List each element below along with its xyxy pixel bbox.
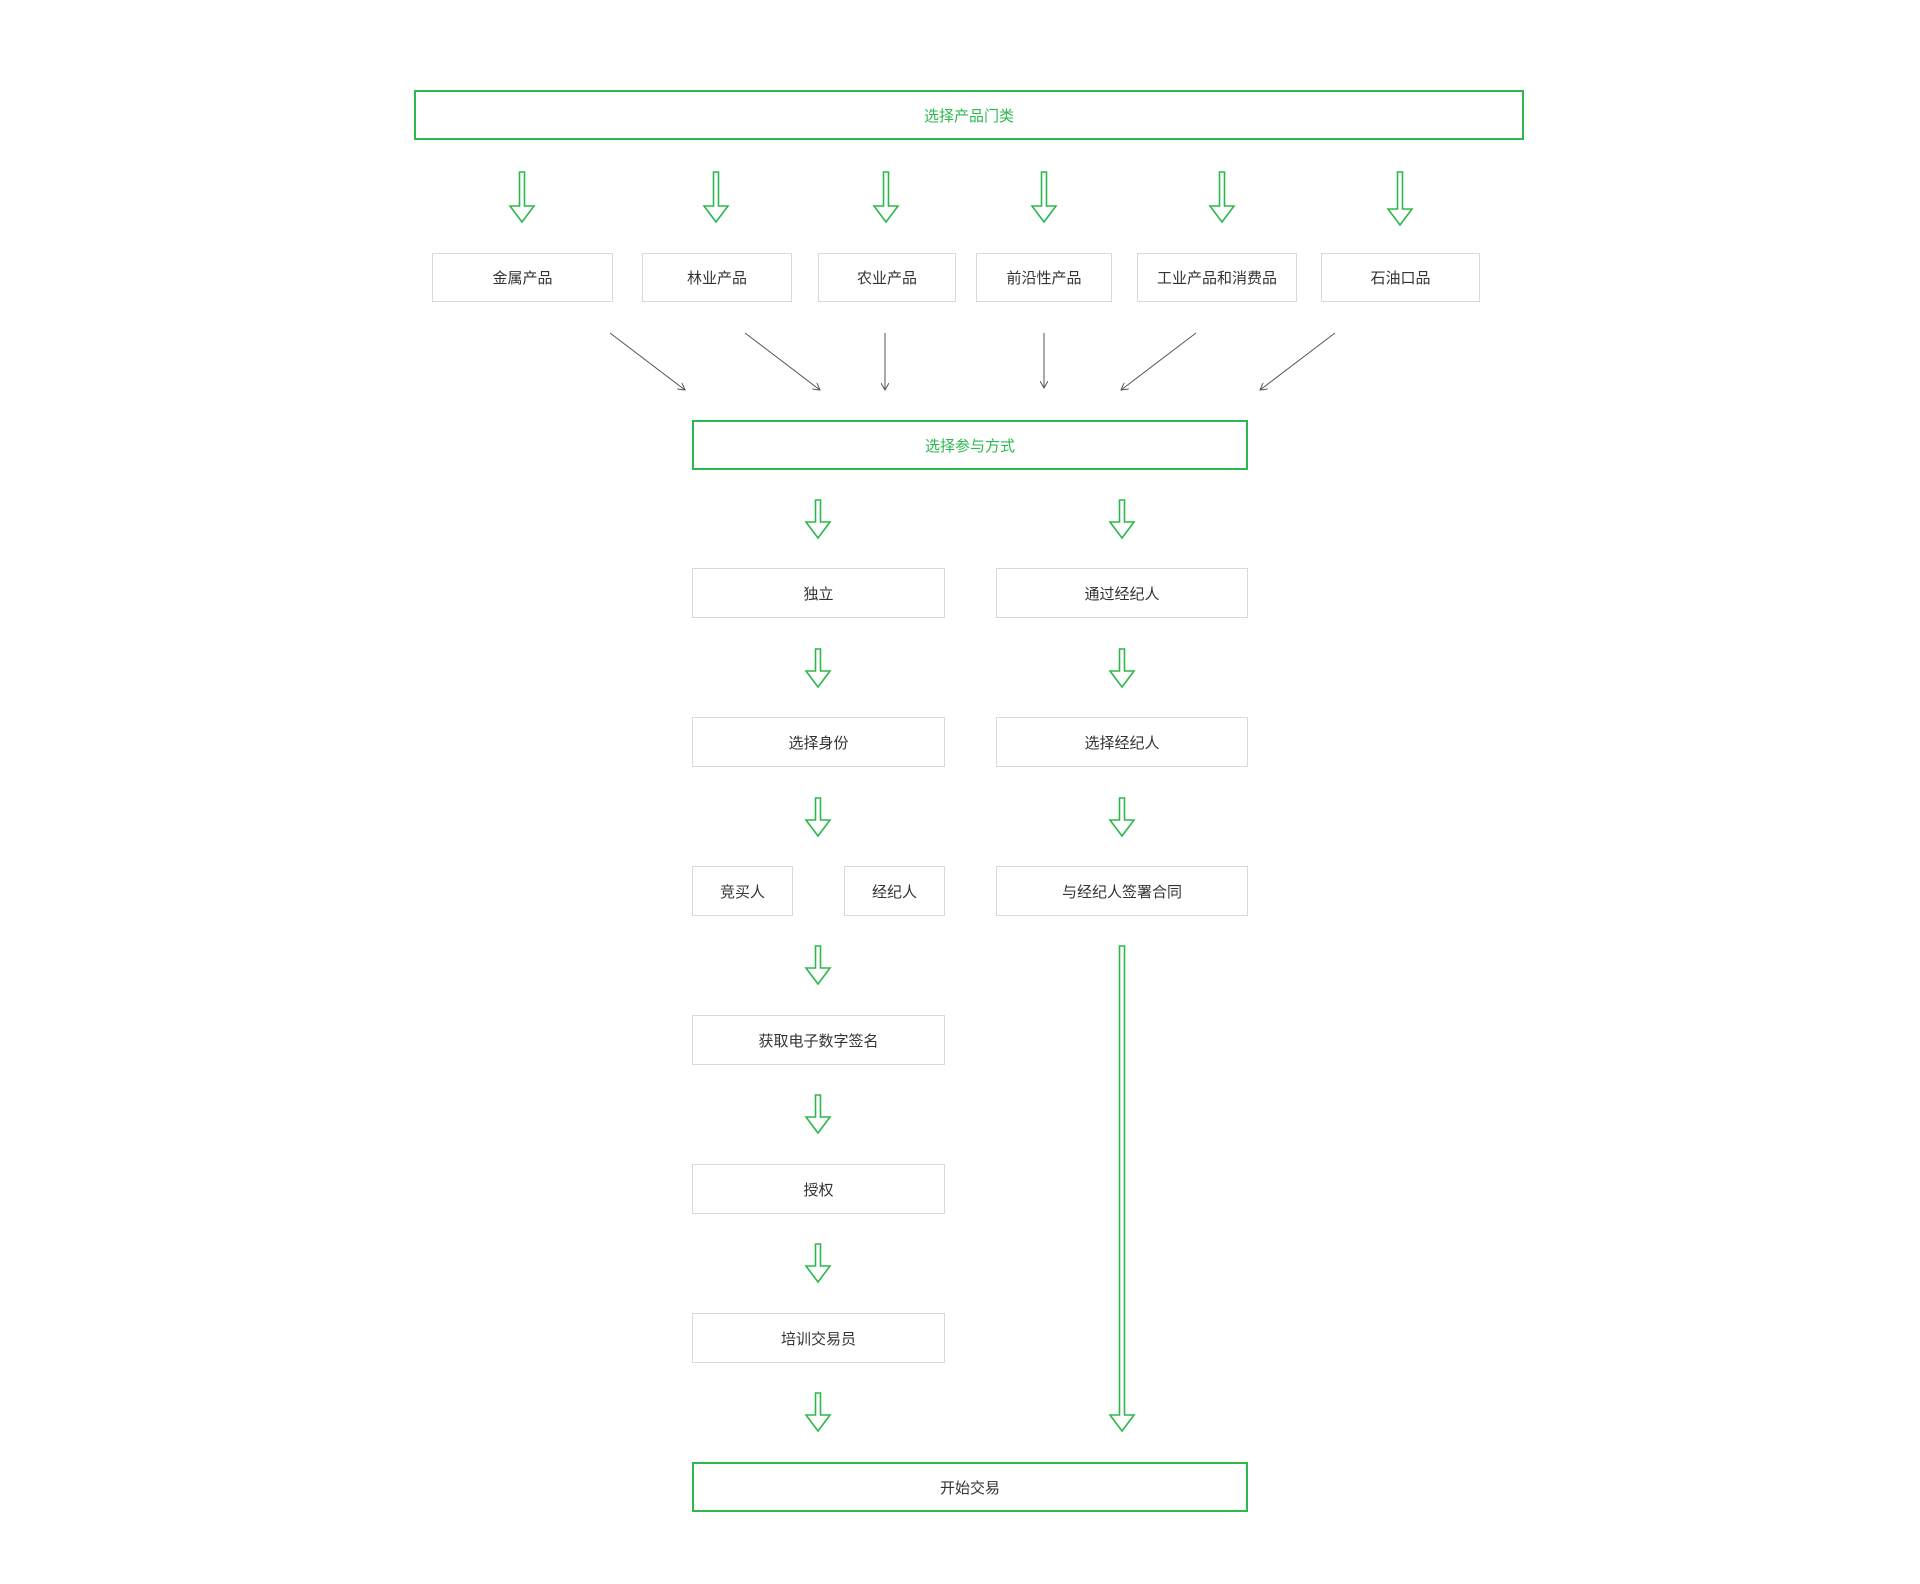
down-arrow-icon [1208, 171, 1236, 224]
select-identity-box[interactable]: 选择身份 [692, 717, 945, 767]
down-arrow-icon [702, 171, 730, 224]
get-signature-label: 获取电子数字签名 [758, 1031, 879, 1050]
authorize-box[interactable]: 授权 [692, 1164, 945, 1214]
down-arrow-icon [1108, 648, 1136, 689]
category-label: 前沿性产品 [1006, 269, 1082, 287]
authorize-label: 授权 [803, 1180, 834, 1199]
select-category-step[interactable]: 选择产品门类 [414, 90, 1524, 140]
category-label: 工业产品和消费品 [1156, 269, 1277, 287]
category-label: 农业产品 [856, 269, 917, 287]
down-arrow-icon [1108, 797, 1136, 838]
get-signature-box[interactable]: 获取电子数字签名 [692, 1015, 945, 1065]
sign-contract-box[interactable]: 与经纪人签署合同 [996, 866, 1248, 916]
converge-arrow-icon [1260, 332, 1336, 390]
independent-label: 独立 [803, 584, 834, 603]
role-label: 竞买人 [719, 882, 765, 901]
train-traders-label: 培训交易员 [780, 1329, 856, 1348]
category-forestry[interactable]: 林业产品 [642, 253, 792, 302]
down-arrow-icon [804, 1392, 832, 1433]
select-broker-box[interactable]: 选择经纪人 [996, 717, 1248, 767]
role-broker-box[interactable]: 经纪人 [844, 866, 945, 916]
start-trading-step[interactable]: 开始交易 [692, 1462, 1248, 1512]
down-arrow-icon [872, 171, 900, 224]
converge-arrow-icon [744, 332, 820, 390]
down-arrow-icon [1108, 499, 1136, 540]
train-traders-box[interactable]: 培训交易员 [692, 1313, 945, 1363]
category-petroleum[interactable]: 石油口品 [1321, 253, 1480, 302]
converge-arrow-icon [609, 332, 685, 390]
converge-arrow-icon [1121, 332, 1197, 390]
select-identity-label: 选择身份 [788, 733, 849, 752]
role-label: 经纪人 [871, 882, 917, 901]
down-arrow-icon [1030, 171, 1058, 224]
long-down-arrow-icon [1108, 945, 1136, 1433]
down-arrow-icon [804, 1094, 832, 1135]
category-metal[interactable]: 金属产品 [432, 253, 613, 302]
role-bidder-box[interactable]: 竞买人 [692, 866, 793, 916]
via-broker-box[interactable]: 通过经纪人 [996, 568, 1248, 618]
independent-box[interactable]: 独立 [692, 568, 945, 618]
select-mode-label: 选择参与方式 [924, 436, 1015, 455]
down-arrow-icon [508, 171, 536, 224]
down-arrow-icon [804, 1243, 832, 1284]
category-industrial-consumer[interactable]: 工业产品和消费品 [1137, 253, 1297, 302]
via-broker-label: 通过经纪人 [1084, 584, 1160, 603]
category-agriculture[interactable]: 农业产品 [818, 253, 956, 302]
category-label: 石油口品 [1370, 269, 1431, 287]
down-arrow-icon [804, 945, 832, 986]
sign-contract-label: 与经纪人签署合同 [1061, 882, 1182, 901]
down-arrow-icon [1386, 171, 1414, 227]
down-arrow-icon [804, 797, 832, 838]
category-label: 金属产品 [492, 269, 553, 287]
category-frontier[interactable]: 前沿性产品 [976, 253, 1112, 302]
category-label: 林业产品 [686, 269, 747, 287]
start-trading-label: 开始交易 [939, 1478, 1000, 1497]
select-mode-step[interactable]: 选择参与方式 [692, 420, 1248, 470]
down-arrow-icon [804, 499, 832, 540]
select-broker-label: 选择经纪人 [1084, 733, 1160, 752]
select-category-label: 选择产品门类 [923, 106, 1014, 125]
down-arrow-icon [804, 648, 832, 689]
